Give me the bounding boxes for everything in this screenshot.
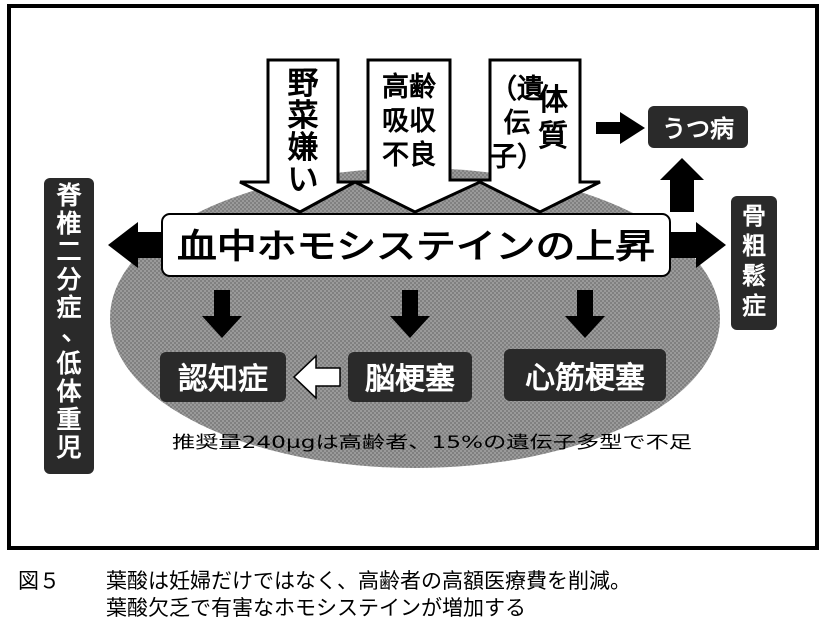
cause-constitution-char: 体: [538, 83, 569, 118]
arrow-to-depression: [596, 112, 645, 144]
stroke-box: [348, 352, 472, 402]
svg-text:児: 児: [56, 433, 81, 462]
cause-genes-char: （遺: [490, 74, 545, 105]
caption-line-2: 葉酸欠乏で有害なホモシステインが増加する: [18, 595, 526, 621]
arrow-right: [670, 222, 726, 268]
stroke-label: 脳梗塞: [365, 362, 455, 397]
cause-elderly-line: 高齢: [382, 71, 436, 103]
cause-vegetable-dislike: 野 菜 嫌 い: [288, 66, 319, 198]
depression-box: [648, 106, 748, 148]
arrow-down-dementia: [202, 290, 242, 338]
cause-genes-char: 子）: [490, 142, 544, 173]
svg-text:椎: 椎: [56, 209, 81, 238]
homocysteine-diagram: 野 菜 嫌 い 高齢 吸収 不良 （遺 伝 子） 体 質 血中ホモシステインの上…: [44, 58, 777, 474]
svg-text:症: 症: [56, 293, 81, 322]
svg-text:鬆: 鬆: [742, 262, 766, 290]
cause-vegetable-char: い: [288, 162, 319, 198]
svg-text:粗: 粗: [742, 232, 766, 260]
center-label: 血中ホモシステインの上昇: [177, 227, 655, 267]
cause-constitution-genes: （遺 伝 子） 体 質: [490, 74, 569, 173]
caption-text-1: 葉酸は妊婦だけではなく、高齢者の高額医療費を削減。: [106, 569, 631, 593]
svg-text:重: 重: [56, 405, 81, 434]
cause-vegetable-char: 嫌: [288, 130, 319, 166]
depression-label: うつ病: [662, 115, 734, 143]
cause-elderly-line: 不良: [382, 139, 436, 171]
mi-box: [504, 349, 666, 401]
svg-text:脊: 脊: [55, 181, 82, 210]
caption-line-1: 図５ 葉酸は妊婦だけではなく、高齢者の高額医療費を削減。: [18, 568, 631, 594]
svg-text:体: 体: [56, 377, 82, 406]
arrow-down-mi: [565, 290, 605, 338]
spina-bifida-label: 脊 椎 二 分 症 、 低 体 重 児: [55, 181, 86, 462]
svg-text:症: 症: [742, 292, 766, 320]
caption-text-2: 葉酸欠乏で有害なホモシステインが増加する: [106, 596, 526, 620]
svg-text:低: 低: [55, 349, 81, 378]
cause-elderly-line: 吸収: [382, 106, 437, 137]
arrow-down-stroke: [390, 290, 430, 338]
recommended-intake-note: 推奨量240μgは高齢者、15%の遺伝子多型で不足: [172, 433, 692, 453]
spina-bifida-box: [44, 178, 94, 474]
osteoporosis-box: [731, 196, 777, 330]
arrow-left: [108, 222, 162, 268]
cause-elderly-malabsorption: 高齢 吸収 不良: [382, 71, 437, 171]
dementia-label: 認知症: [178, 362, 268, 397]
cause-vegetable-char: 野: [288, 66, 319, 102]
figure-label: 図５: [18, 569, 60, 593]
svg-text:分: 分: [56, 265, 81, 294]
cause-constitution-char: 質: [538, 119, 568, 154]
svg-text:二: 二: [56, 237, 81, 266]
cause-genes-char: 伝: [504, 108, 531, 139]
arrow-white-left: [292, 354, 341, 400]
cause-vegetable-char: 菜: [288, 98, 319, 134]
svg-text:、: 、: [61, 317, 86, 346]
mi-label: 心筋梗塞: [525, 361, 645, 396]
arrow-up-to-depression: [660, 158, 704, 212]
osteoporosis-label: 骨 粗 鬆 症: [742, 202, 766, 320]
svg-text:骨: 骨: [742, 202, 766, 230]
dementia-box: [160, 352, 286, 402]
cause-arrows: [239, 58, 601, 214]
